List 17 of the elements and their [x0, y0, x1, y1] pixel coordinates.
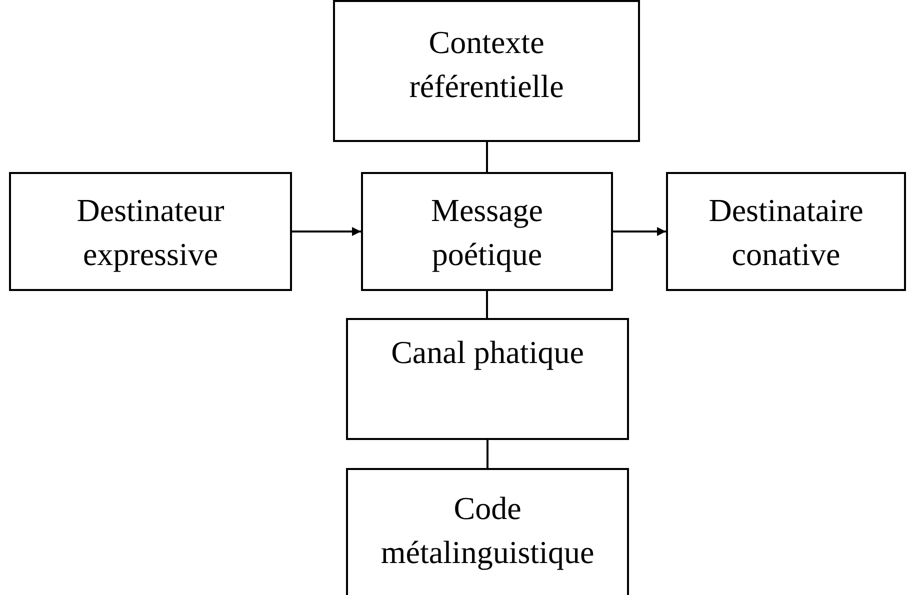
text-box	[346, 468, 629, 595]
connector-line	[486, 142, 488, 172]
text-box	[346, 318, 629, 440]
node-label: Destinateur expressive	[76, 191, 226, 274]
arrow	[292, 227, 361, 236]
node-label: Destinataire conative	[708, 191, 864, 274]
connector-line	[486, 291, 488, 318]
node-label: Contexte référentielle	[408, 23, 565, 106]
node-label: Code métalinguistique	[380, 489, 596, 572]
node-label: Canal phatique	[390, 333, 585, 372]
text-box	[9, 172, 292, 291]
text-box	[333, 0, 640, 142]
text-box	[361, 172, 613, 291]
arrow	[613, 227, 666, 236]
node-label: Message poétique	[430, 191, 544, 274]
connector-line	[486, 440, 488, 468]
text-box	[666, 172, 906, 291]
